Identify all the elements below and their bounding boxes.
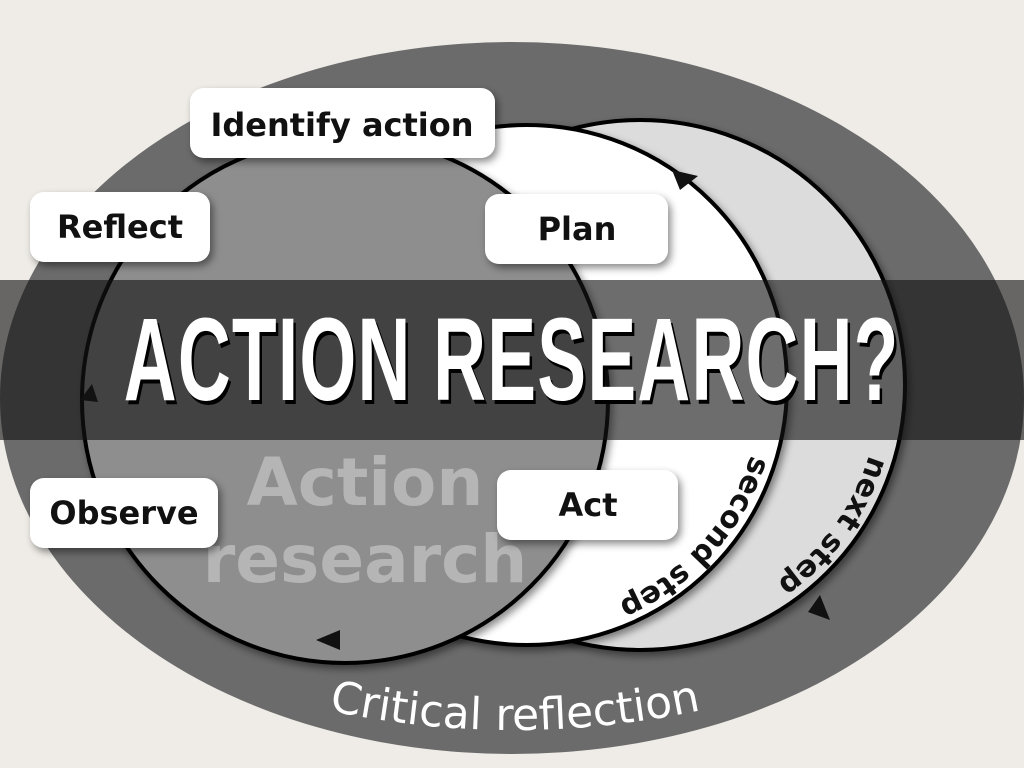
arrow-icon [808,595,830,620]
svg-text:Plan: Plan [538,210,617,248]
arrow-icon [672,170,698,190]
step-plan: Plan [485,194,668,264]
step-act: Act [497,470,678,540]
slide-title: ACTION RESEARCH? [0,280,1024,440]
watermark-research: research [203,521,528,598]
step-observe: Observe [30,478,218,548]
watermark-action: Action [247,444,484,521]
step-reflect: Reflect [30,192,210,262]
svg-text:Act: Act [558,486,617,524]
svg-text:Identify action: Identify action [210,106,473,144]
arrow-icon [316,630,340,650]
svg-text:Reflect: Reflect [57,208,183,246]
svg-text:Observe: Observe [49,494,198,532]
title-band [0,280,1024,440]
slide-title-text: ACTION RESEARCH? [124,294,900,426]
step-identify: Identify action [190,88,495,158]
